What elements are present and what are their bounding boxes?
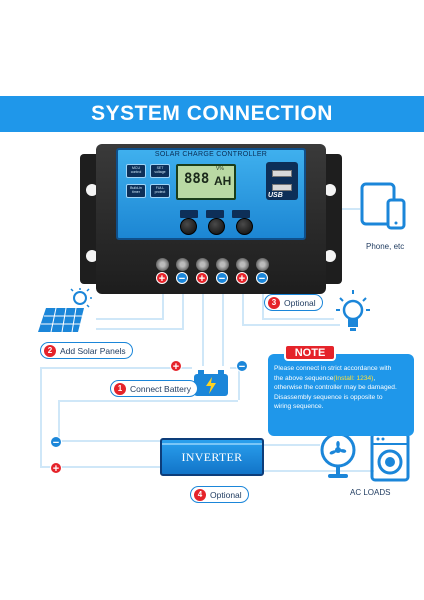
button-middle[interactable] [208, 218, 225, 235]
load-icon-small [232, 210, 250, 218]
note-text: Please connect in strict accordance with… [274, 364, 410, 412]
solar-panel-icon [36, 288, 102, 341]
inverter-positive-pole: + [50, 462, 62, 475]
fan-icon [318, 432, 358, 487]
note-install-sequence: (Install: 1234) [333, 374, 374, 382]
protect-indicator: FULL protect [150, 184, 170, 198]
banner-title: SYSTEM CONNECTION [91, 102, 333, 125]
lcd-digits: 888 [184, 171, 210, 187]
terminal-solar-positive: + [156, 272, 168, 285]
phone-label: Phone, etc [366, 242, 405, 251]
step-badge-4: 4 Optional [190, 486, 249, 503]
mcu-indicator: MCU control [126, 164, 146, 178]
inverter-negative-pole: − [50, 436, 62, 449]
lcd-small-unit: V% [216, 166, 224, 172]
terminal-battery-positive: + [196, 272, 208, 285]
step-number-4: 4 [194, 488, 206, 501]
timer-indicator: Build-in timer [126, 184, 146, 198]
step-text-3: Optional [284, 297, 316, 308]
terminal-solar-negative: − [176, 272, 188, 285]
step-text-2: Add Solar Panels [60, 345, 126, 356]
step-number-2: 2 [44, 344, 56, 357]
terminal-load-negative: − [256, 272, 268, 285]
step-badge-2: 2 Add Solar Panels [40, 342, 133, 359]
inverter: INVERTER [160, 438, 264, 476]
note-line-4: Disassembly sequence is opposite to [274, 393, 383, 401]
battery-icon-small [206, 210, 224, 218]
phone-tablet-icon [360, 180, 408, 241]
controller-title: SOLAR CHARGE CONTROLLER [154, 151, 268, 158]
button-right[interactable] [236, 218, 253, 235]
note-line-2-pre: the above sequence [274, 374, 334, 382]
note-panel [268, 354, 414, 436]
usb-label: USB [268, 192, 283, 199]
terminal-battery-negative: − [216, 272, 228, 285]
note-line-1: Please connect in strict accordance with [274, 365, 392, 372]
title-banner: SYSTEM CONNECTION [0, 96, 424, 132]
battery-negative-pole: − [236, 360, 248, 373]
step-badge-3: 3 Optional [264, 294, 323, 311]
terminal-strip [152, 248, 272, 274]
battery-icon [192, 368, 230, 398]
step-text-4: Optional [210, 489, 242, 500]
step-number-1: 1 [114, 382, 126, 395]
note-line-3: otherwise the controller may be damaged. [274, 384, 397, 392]
note-line-5: wiring sequence. [274, 403, 324, 411]
charge-controller: SOLAR CHARGE CONTROLLER MCU control SET … [80, 144, 342, 294]
inverter-label: INVERTER [181, 450, 243, 464]
lcd-display: 888 V% AH [176, 164, 236, 200]
washing-machine-icon [370, 432, 410, 487]
terminal-load-positive: + [236, 272, 248, 285]
button-left[interactable] [180, 218, 197, 235]
step-text-1: Connect Battery [130, 383, 191, 394]
set-voltage-indicator: SET voltage [150, 164, 170, 178]
lcd-unit: AH [214, 174, 232, 188]
note-line-2: the above sequence(Install: 1234), [274, 374, 410, 384]
controller-body: SOLAR CHARGE CONTROLLER MCU control SET … [96, 144, 326, 294]
step-number-3: 3 [268, 296, 280, 309]
light-bulb-icon [336, 290, 370, 339]
note-line-2-post: , [373, 374, 376, 382]
panel-icon [180, 210, 198, 218]
note-title: NOTE [284, 344, 336, 361]
step-badge-1: 1 Connect Battery [110, 380, 198, 397]
battery-positive-pole: + [170, 360, 182, 373]
usb-ports [266, 162, 298, 200]
ac-loads-label: AC LOADS [350, 488, 391, 497]
